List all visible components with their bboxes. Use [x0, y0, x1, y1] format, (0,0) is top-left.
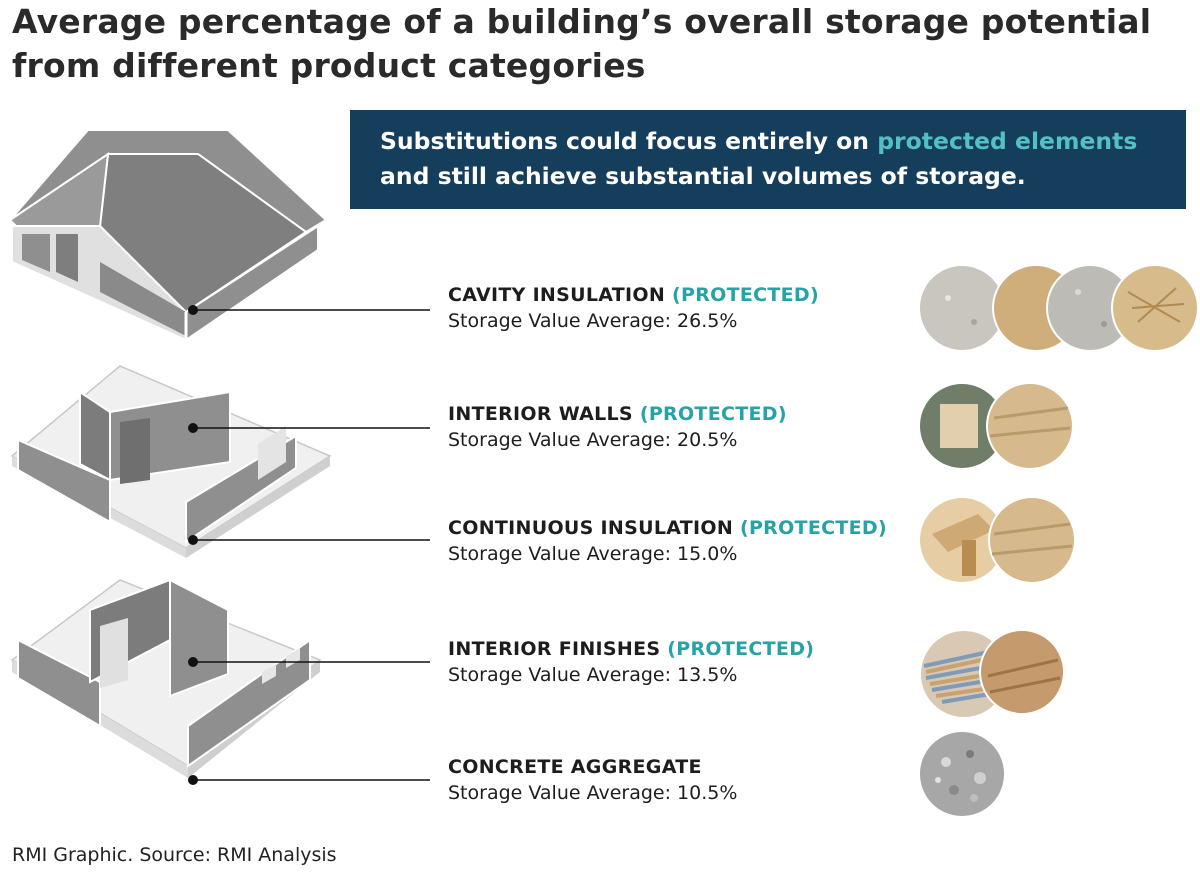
storage-value: Storage Value Average: 13.5% — [448, 664, 738, 686]
interior-wall-material-photos — [918, 382, 1074, 470]
callout-text-end: and still achieve substantial volumes of… — [380, 162, 1026, 190]
concrete-aggregate-photo — [918, 730, 1006, 818]
continuous-insulation-photos — [918, 496, 1076, 584]
protected-tag: (PROTECTED) — [739, 517, 887, 539]
storage-value: Storage Value Average: 15.0% — [448, 543, 738, 565]
callout-box: Substitutions could focus entirely on pr… — [350, 110, 1186, 209]
category-name: CONTINUOUS INSULATION — [448, 517, 734, 539]
storage-value: Storage Value Average: 10.5% — [448, 782, 738, 804]
protected-tag: (PROTECTED) — [667, 638, 815, 660]
source-note: RMI Graphic. Source: RMI Analysis — [12, 844, 337, 866]
category-name: CAVITY INSULATION — [448, 284, 666, 306]
interior-finish-photos — [919, 629, 1065, 719]
storage-value: Storage Value Average: 20.5% — [448, 429, 738, 451]
category-name: INTERIOR FINISHES — [448, 638, 661, 660]
category-interior-finishes: INTERIOR FINISHES (PROTECTED) Storage Va… — [448, 636, 918, 688]
callout-highlight: protected elements — [877, 127, 1138, 155]
category-cavity-insulation: CAVITY INSULATION (PROTECTED) Storage Va… — [448, 282, 918, 334]
storage-value: Storage Value Average: 26.5% — [448, 310, 738, 332]
category-interior-walls: INTERIOR WALLS (PROTECTED) Storage Value… — [448, 401, 918, 453]
insulation-material-photos — [918, 264, 1198, 352]
house-walls-illustration — [10, 365, 332, 558]
house-full-illustration — [8, 129, 328, 342]
callout-text-start: Substitutions could focus entirely on — [380, 127, 878, 155]
category-name: INTERIOR WALLS — [448, 403, 633, 425]
category-concrete-aggregate: CONCRETE AGGREGATE Storage Value Average… — [448, 754, 918, 806]
page-title: Average percentage of a building’s overa… — [12, 2, 1152, 85]
category-name: CONCRETE AGGREGATE — [448, 756, 702, 778]
connector-lines — [193, 309, 430, 781]
protected-tag: (PROTECTED) — [639, 403, 787, 425]
protected-tag: (PROTECTED) — [672, 284, 819, 306]
category-continuous-insulation: CONTINUOUS INSULATION (PROTECTED) Storag… — [448, 515, 918, 567]
house-shell-illustration — [10, 578, 322, 785]
